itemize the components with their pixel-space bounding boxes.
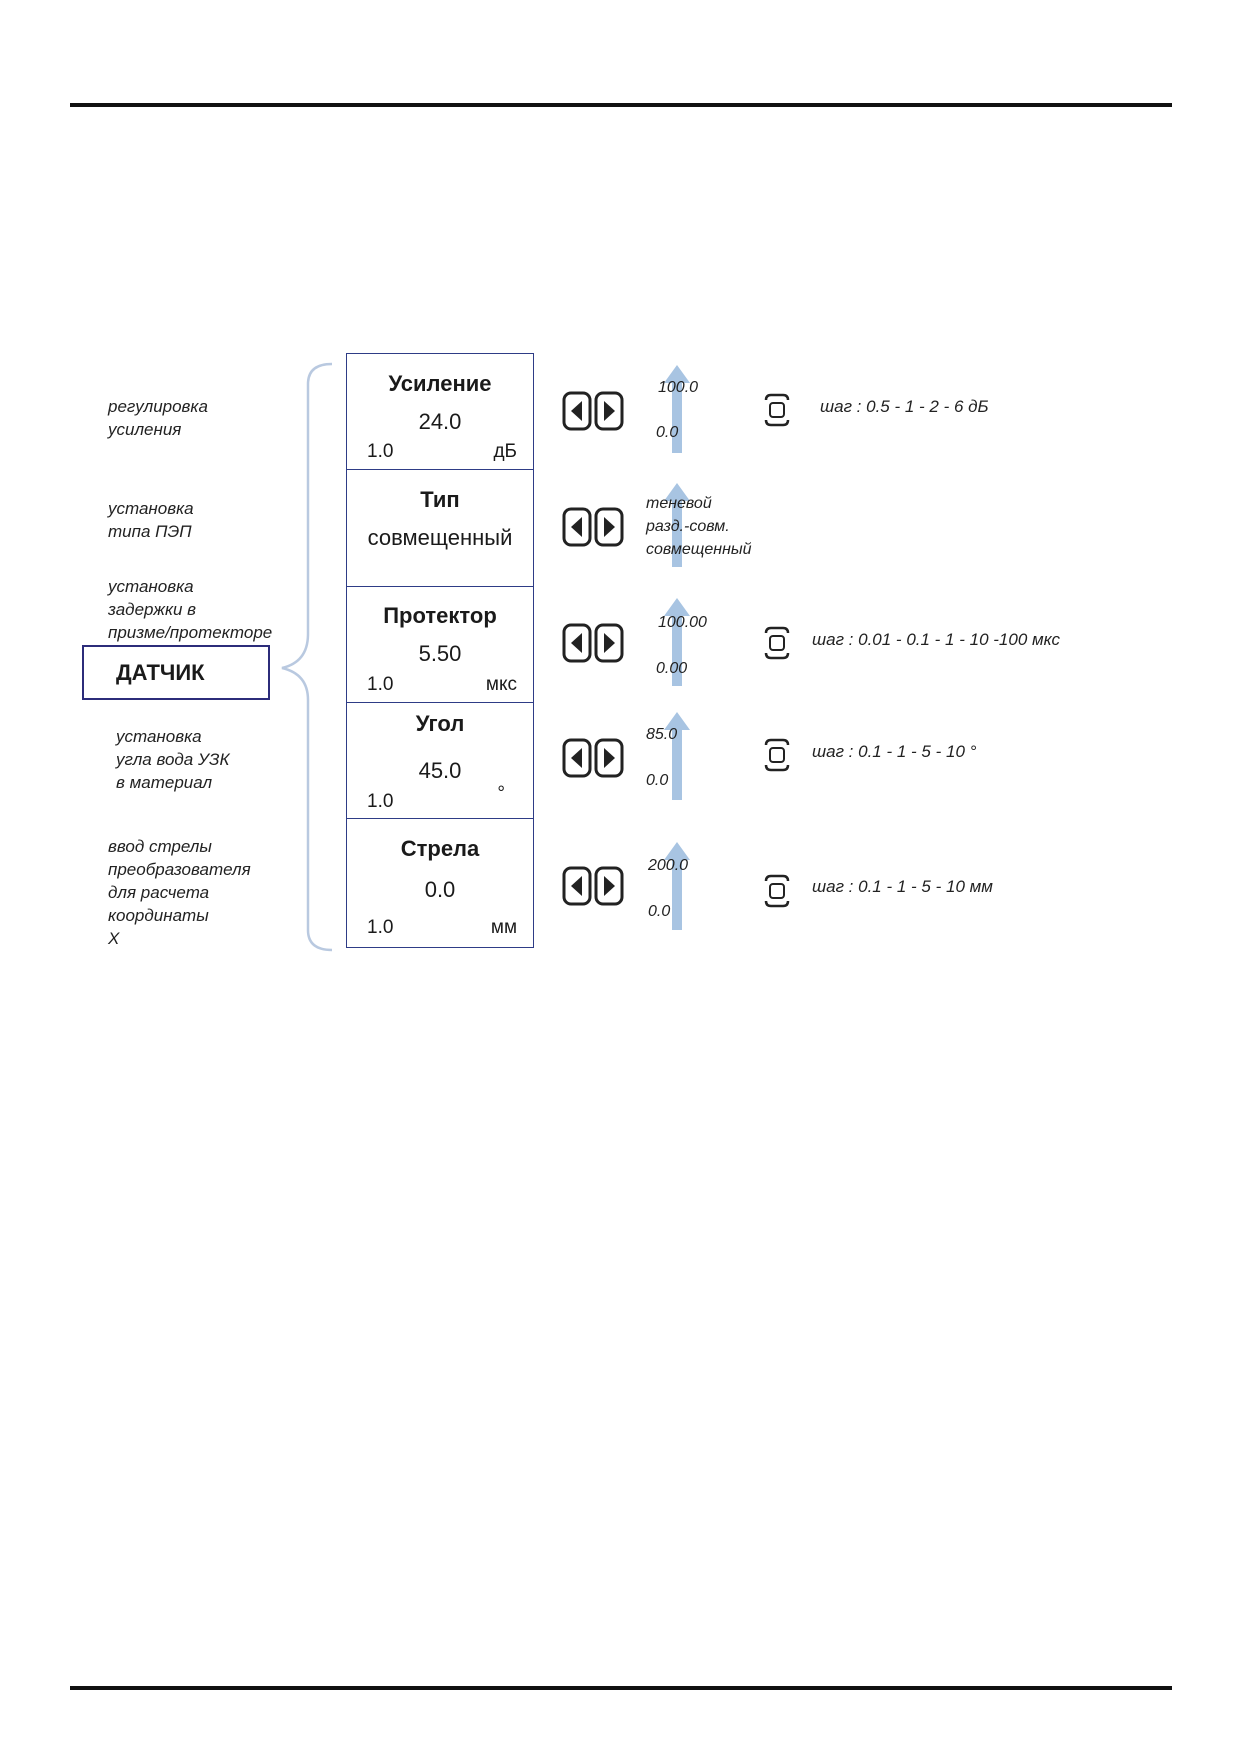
option-separate-combined: разд.-совм. — [646, 518, 730, 535]
item-value: 0.0 — [424, 877, 456, 902]
left-right-keys-icon — [562, 507, 624, 547]
step-text-protector: шаг : 0.01 - 0.1 - 1 - 10 -100 мкс — [812, 630, 1060, 649]
range-min: 0.00 — [656, 660, 688, 677]
range-max: 100.0 — [658, 379, 699, 396]
item-unit: мкс — [485, 674, 517, 695]
top-rule — [70, 103, 1172, 107]
range-protector: 100.00 0.00 — [646, 598, 707, 686]
item-title: Тип — [420, 487, 460, 512]
menu-item-protector[interactable]: Протектор 5.50 1.0 мкс — [346, 586, 534, 703]
menu-item-offset[interactable]: Стрела 0.0 1.0 мм — [346, 818, 534, 948]
left-right-keys-icon — [562, 866, 624, 906]
range-min: 0.0 — [646, 772, 669, 789]
left-right-keys-icon — [562, 623, 624, 663]
range-offset: 200.0 0.0 — [646, 842, 706, 930]
option-combined: совмещенный — [646, 541, 752, 558]
item-title: Угол — [415, 711, 465, 736]
step-key-icon — [764, 738, 790, 772]
range-angle: 85.0 0.0 — [646, 712, 706, 800]
range-gain: 100.0 0.0 — [646, 365, 706, 453]
up-arrow-icon — [664, 842, 690, 930]
description-probe-type: установка типа ПЭП — [108, 499, 194, 541]
bottom-rule — [70, 1686, 1172, 1690]
step-text-gain: шаг : 0.5 - 1 - 2 - 6 дБ — [820, 397, 989, 416]
up-arrow-icon — [664, 598, 690, 686]
item-unit: ° — [497, 783, 505, 804]
range-max: 100.00 — [658, 614, 707, 631]
item-unit: мм — [490, 917, 517, 938]
range-max: 200.0 — [648, 857, 689, 874]
item-title: Протектор — [383, 603, 497, 628]
step-key-icon — [764, 626, 790, 660]
description-protector-delay: установка задержки в призме/протекторе — [108, 577, 273, 642]
step-text-angle: шаг : 0.1 - 1 - 5 - 10 ° — [812, 742, 977, 761]
item-value: 24.0 — [418, 409, 462, 434]
menu-item-gain[interactable]: Усиление 24.0 1.0 дБ — [346, 353, 534, 470]
menu-item-type[interactable]: Тип совмещенный — [346, 469, 534, 587]
option-shadow: теневой — [646, 495, 712, 512]
range-min: 0.0 — [648, 903, 671, 920]
menu-item-angle[interactable]: Угол 45.0 1.0 ° — [346, 702, 534, 819]
item-title: Стрела — [400, 836, 480, 861]
up-arrow-icon — [664, 712, 690, 800]
left-right-keys-icon — [562, 738, 624, 778]
range-min: 0.0 — [656, 424, 679, 441]
up-arrow-icon — [664, 483, 690, 567]
brace-connector — [281, 362, 333, 952]
up-arrow-icon — [664, 365, 690, 453]
left-right-keys-icon — [562, 391, 624, 431]
item-value: 45.0 — [418, 758, 462, 783]
step-key-icon — [764, 393, 790, 427]
range-max: 85.0 — [646, 726, 678, 743]
item-value: совмещенный — [367, 525, 513, 550]
description-probe-offset: ввод стрелы преобразователя для расчета … — [108, 837, 251, 948]
item-value: 5.50 — [418, 641, 462, 666]
item-unit: дБ — [493, 441, 517, 462]
sensor-menu-label: ДАТЧИК — [82, 645, 270, 700]
item-step: 1.0 — [367, 441, 394, 462]
item-step: 1.0 — [367, 917, 394, 938]
step-key-icon — [764, 874, 790, 908]
description-angle: установка угла вода УЗК в материал — [116, 727, 230, 792]
item-step: 1.0 — [367, 674, 394, 695]
step-text-offset: шаг : 0.1 - 1 - 5 - 10 мм — [812, 877, 993, 896]
item-title: Усиление — [388, 371, 492, 396]
description-gain: регулировка усиления — [108, 397, 208, 439]
item-step: 1.0 — [367, 791, 394, 812]
